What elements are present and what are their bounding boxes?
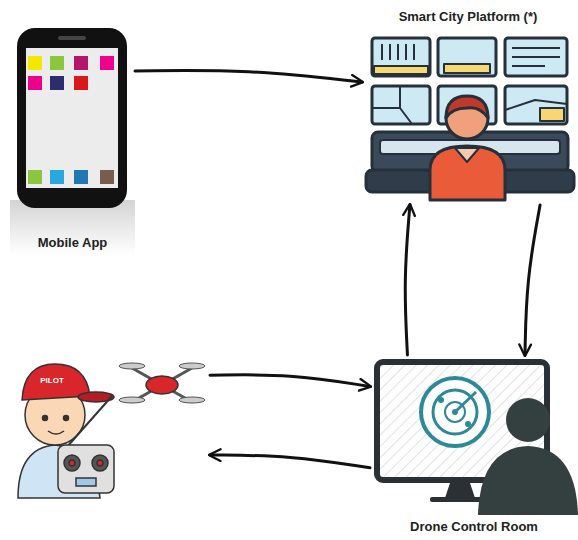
operator-icon bbox=[505, 86, 567, 124]
drone-icon bbox=[146, 376, 178, 394]
pilot-icon bbox=[64, 455, 80, 471]
operator-icon bbox=[372, 38, 430, 76]
pilot-icon bbox=[43, 416, 48, 421]
drone-icon bbox=[119, 397, 145, 403]
control-room-icon bbox=[465, 421, 471, 427]
pilot-icon bbox=[18, 364, 114, 498]
phone-icon bbox=[100, 56, 114, 70]
drone-icon bbox=[179, 397, 205, 403]
control-room-icon bbox=[377, 362, 578, 515]
control-room-icon bbox=[506, 398, 550, 442]
operator-icon bbox=[455, 148, 479, 162]
phone-icon bbox=[50, 170, 64, 184]
pilot-icon bbox=[66, 396, 112, 448]
pilot-icon bbox=[48, 431, 64, 434]
pilot-icon bbox=[64, 416, 69, 421]
phone-icon bbox=[26, 48, 118, 188]
node-label: Smart City Platform (*) bbox=[399, 9, 538, 25]
control-room-icon bbox=[421, 378, 489, 446]
pilot-node: PILOT bbox=[10, 355, 210, 500]
phone-icon bbox=[100, 170, 114, 184]
operator-icon bbox=[446, 97, 488, 139]
operator-icon bbox=[438, 38, 496, 76]
null bbox=[397, 44, 399, 60]
null bbox=[512, 65, 545, 67]
null bbox=[512, 56, 560, 58]
drone-icon bbox=[119, 363, 145, 369]
operator-icon bbox=[374, 66, 428, 74]
phone-icon bbox=[58, 36, 86, 40]
operator-icon bbox=[446, 96, 488, 118]
control-room-icon bbox=[445, 483, 475, 498]
null bbox=[381, 44, 383, 60]
null bbox=[405, 44, 407, 60]
control-room-icon bbox=[433, 390, 477, 434]
phone-icon bbox=[74, 76, 88, 90]
flow-arrow bbox=[405, 205, 410, 355]
null bbox=[389, 44, 391, 60]
flow-arrow bbox=[525, 205, 540, 355]
control-room-icon bbox=[478, 446, 578, 515]
phone-icon bbox=[50, 56, 64, 70]
operator-icon bbox=[444, 64, 490, 73]
phone-icon bbox=[10, 28, 135, 255]
phone-icon bbox=[50, 76, 64, 90]
control-room-icon bbox=[438, 397, 444, 403]
pilot-icon bbox=[69, 460, 75, 466]
flow-arrow bbox=[210, 455, 370, 468]
phone-icon bbox=[28, 76, 42, 90]
node-label: Mobile App bbox=[38, 235, 108, 251]
platform-node: Smart City Platform (*) bbox=[362, 5, 574, 205]
operator-icon bbox=[505, 38, 567, 76]
pilot-icon bbox=[92, 455, 108, 471]
node-label: Drone Control Room bbox=[410, 519, 538, 535]
operator-icon bbox=[366, 38, 574, 200]
phone-icon bbox=[74, 56, 88, 70]
drone-icon bbox=[179, 363, 205, 369]
pilot-icon bbox=[97, 460, 103, 466]
cap-label: PILOT bbox=[40, 376, 64, 386]
null bbox=[413, 44, 415, 60]
drone-icon bbox=[132, 368, 192, 402]
drone-icon bbox=[132, 368, 192, 402]
null bbox=[512, 47, 560, 49]
control-room-node: Drone Control Room bbox=[370, 355, 578, 540]
phone-icon bbox=[28, 170, 42, 184]
null bbox=[399, 86, 401, 108]
phone-icon bbox=[28, 56, 42, 70]
flow-arrow bbox=[135, 70, 362, 82]
flow-arrow bbox=[210, 375, 370, 387]
phone-icon bbox=[10, 200, 135, 255]
drone-icon bbox=[119, 363, 205, 403]
control-room-icon bbox=[452, 409, 458, 415]
phone-icon bbox=[17, 28, 127, 208]
app-node: Mobile App bbox=[10, 25, 135, 255]
operator-icon bbox=[430, 146, 505, 200]
control-room-icon bbox=[455, 392, 476, 412]
operator-icon bbox=[540, 108, 564, 121]
pilot-icon bbox=[76, 478, 96, 486]
pilot-icon bbox=[58, 445, 114, 493]
operator-icon bbox=[372, 86, 430, 124]
phone-icon bbox=[74, 170, 88, 184]
null bbox=[372, 108, 412, 124]
